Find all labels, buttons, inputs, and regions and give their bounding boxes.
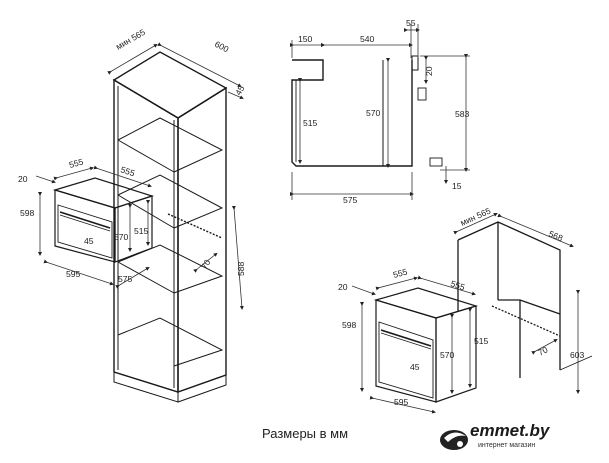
oven-right-handle: 45 bbox=[410, 362, 420, 372]
oven-right-dimensions bbox=[351, 275, 476, 414]
logo-tagline: интернет магазин bbox=[478, 442, 536, 449]
side-view bbox=[291, 55, 443, 167]
side-view-dimensions bbox=[290, 24, 470, 200]
side-bottom-gap-label: 15 bbox=[452, 181, 462, 191]
oven-left-side bbox=[114, 195, 153, 263]
oven-left-side-height: 515 bbox=[134, 226, 149, 236]
cabinet-plinth bbox=[113, 371, 179, 403]
side-front-label: 150 bbox=[298, 34, 313, 44]
cabinet-dimensions bbox=[107, 42, 244, 310]
oven-left bbox=[52, 177, 154, 263]
oven-right-handle bbox=[380, 329, 432, 347]
side-h-left-label: 515 bbox=[303, 118, 318, 128]
side-body bbox=[291, 59, 413, 167]
side-top-depth-label: 55 bbox=[406, 18, 416, 28]
tall-cabinet bbox=[112, 51, 228, 403]
oven-left-width-bottom: 595 bbox=[66, 269, 81, 279]
oven-left-depth-bottom: 575 bbox=[118, 274, 133, 284]
side-total-depth-label: 575 bbox=[343, 195, 358, 205]
logo-name[interactable]: emmet.by bbox=[470, 421, 550, 440]
oven-left-top bbox=[52, 177, 154, 209]
side-step-label: 20 bbox=[424, 66, 434, 76]
cabinet-gap-label: 70 bbox=[199, 258, 213, 271]
niche-height-label: 603 bbox=[570, 350, 585, 360]
niche-depth-label: мин 565 bbox=[459, 206, 493, 228]
oven-left-handle bbox=[59, 211, 111, 229]
oven-right-door bbox=[378, 321, 434, 399]
cabinet-offset-label: 45 bbox=[233, 84, 247, 97]
niche-gap-label: 70 bbox=[536, 344, 549, 357]
oven-left-dimensions bbox=[35, 165, 152, 289]
side-depth-label: 540 bbox=[360, 34, 375, 44]
oven-right-width-top: 555 bbox=[392, 267, 409, 280]
cabinet-depth-label: мин 565 bbox=[114, 27, 147, 52]
oven-right-inner-height: 570 bbox=[440, 350, 455, 360]
oven-left-inner-height: 570 bbox=[114, 232, 129, 242]
oven-left-depth-top: 555 bbox=[119, 164, 136, 178]
oven-left-width-top: 555 bbox=[68, 157, 85, 170]
cabinet-height-label: 588 bbox=[236, 261, 246, 276]
oven-left-door bbox=[57, 204, 113, 259]
shelf-4 bbox=[117, 317, 224, 367]
oven-left-height-front: 598 bbox=[20, 208, 35, 218]
cabinet-top bbox=[112, 51, 228, 119]
oven-right-side-height: 515 bbox=[474, 336, 489, 346]
oven-left-handle: 45 bbox=[84, 236, 94, 246]
niche-width-label: 568 bbox=[547, 229, 564, 244]
niche-dimensions bbox=[453, 212, 580, 394]
caption: Размеры в мм bbox=[262, 426, 349, 441]
oven-right-side bbox=[435, 305, 477, 403]
cabinet-side bbox=[177, 86, 227, 393]
oven-right-width-bottom: 595 bbox=[394, 397, 409, 407]
oven-right-depth-top: 555 bbox=[449, 278, 466, 292]
oven-right bbox=[373, 287, 479, 403]
oven-left-offset: 20 bbox=[18, 174, 28, 184]
logo-mark bbox=[440, 430, 468, 450]
side-top-tab bbox=[411, 55, 419, 71]
oven-right-top bbox=[373, 287, 479, 319]
shelf-1 bbox=[117, 117, 224, 173]
side-h-right-label: 583 bbox=[455, 109, 470, 119]
cabinet-width-label: 600 bbox=[213, 39, 231, 55]
side-h-mid-label: 570 bbox=[366, 108, 381, 118]
oven-right-offset: 20 bbox=[338, 282, 348, 292]
oven-right-height-front: 598 bbox=[342, 320, 357, 330]
